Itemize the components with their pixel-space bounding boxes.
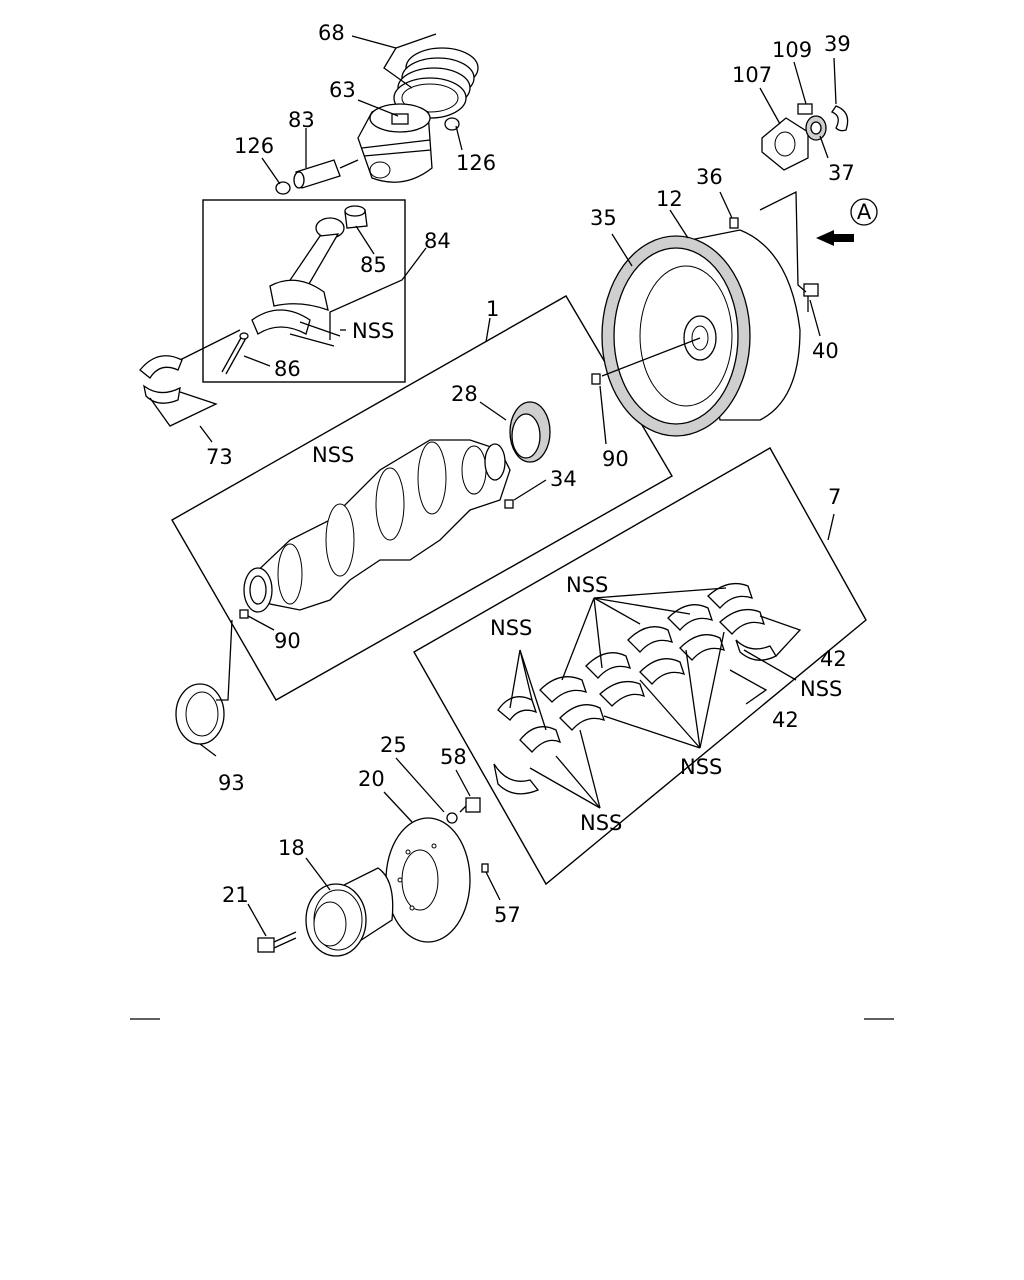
pilot-bearing[interactable] — [805, 115, 827, 141]
view-a-arrow — [816, 230, 854, 246]
callout-109: 109 — [772, 38, 812, 62]
damper-bolt[interactable] — [459, 797, 481, 813]
crankshaft-box — [171, 295, 673, 701]
crankshaft-gear[interactable] — [509, 401, 551, 463]
piston[interactable] — [357, 103, 433, 183]
callout-84: 84 — [424, 229, 451, 253]
callout-12: 12 — [656, 187, 683, 211]
callout-93: 93 — [218, 771, 245, 795]
connecting-rod[interactable] — [251, 217, 345, 335]
callout-25: 25 — [380, 733, 407, 757]
callout-68: 68 — [318, 21, 345, 45]
pulley-bolt[interactable] — [257, 931, 297, 953]
main-bearing-box — [413, 447, 867, 886]
connecting-rod-kit-box — [202, 199, 406, 383]
callout-36: 36 — [696, 165, 723, 189]
rear-oil-seal[interactable] — [175, 683, 225, 745]
callout-18: 18 — [278, 836, 305, 860]
crankshaft-pulley[interactable] — [305, 867, 394, 957]
callout-21: 21 — [222, 883, 249, 907]
callout-58: 58 — [440, 745, 467, 769]
callout-107: 107 — [732, 63, 772, 87]
callout-57: 57 — [494, 903, 521, 927]
flywheel[interactable] — [601, 229, 801, 437]
callout-90-front: 90 — [274, 629, 301, 653]
nss-leaders — [509, 587, 802, 809]
damper-washer[interactable] — [446, 812, 458, 824]
flywheel-bolt[interactable] — [803, 283, 819, 312]
callout-34: 34 — [550, 467, 577, 491]
dowel-pin-rear[interactable] — [591, 373, 601, 385]
damper-pin[interactable] — [481, 863, 489, 873]
callout-7: 7 — [828, 485, 841, 509]
callout-86: 86 — [274, 357, 301, 381]
nss-crank: NSS — [312, 443, 354, 467]
main-bearing-set[interactable] — [493, 582, 777, 795]
callout-126-right: 126 — [456, 151, 496, 175]
callout-85: 85 — [360, 253, 387, 277]
callout-leaders — [199, 33, 837, 937]
dowel-pin-front[interactable] — [239, 609, 249, 619]
snap-ring-right[interactable] — [444, 117, 460, 131]
view-a-label: A — [857, 200, 872, 224]
callout-1: 1 — [486, 297, 499, 321]
rod-bolt[interactable] — [221, 332, 249, 375]
view-a-marker: A — [850, 198, 878, 226]
callout-39: 39 — [824, 32, 851, 56]
callout-83: 83 — [288, 108, 315, 132]
callout-42-lower: 42 — [772, 708, 799, 732]
callout-40: 40 — [812, 339, 839, 363]
callout-90-rear: 90 — [602, 447, 629, 471]
crankshaft[interactable] — [243, 439, 511, 613]
callout-42-upper: 42 — [820, 647, 847, 671]
callout-73: 73 — [206, 445, 233, 469]
nss-bearings-mid: NSS — [680, 755, 722, 779]
pilot-bearing-retainer[interactable] — [761, 117, 809, 171]
nss-bearings-top-left: NSS — [490, 616, 532, 640]
callout-126-left: 126 — [234, 134, 274, 158]
small-end-bushing[interactable] — [344, 205, 368, 229]
callout-35: 35 — [590, 206, 617, 230]
rod-bearing-pair[interactable] — [139, 355, 183, 404]
retainer-bolt[interactable] — [797, 103, 813, 115]
nss-bearings-bottom: NSS — [580, 811, 622, 835]
callout-37: 37 — [828, 161, 855, 185]
callout-28: 28 — [451, 382, 478, 406]
torsional-damper[interactable] — [385, 817, 471, 943]
snap-ring-left[interactable] — [275, 181, 291, 195]
nss-bearings-right: NSS — [800, 677, 842, 701]
bearing-snap-ring[interactable] — [831, 105, 849, 132]
crankshaft-key[interactable] — [504, 499, 514, 509]
callout-63: 63 — [329, 78, 356, 102]
piston-pin[interactable] — [293, 159, 341, 189]
nss-bearings-top: NSS — [566, 573, 608, 597]
nss-rod: NSS — [352, 319, 394, 343]
flywheel-dowel[interactable] — [729, 217, 739, 229]
callout-20: 20 — [358, 767, 385, 791]
